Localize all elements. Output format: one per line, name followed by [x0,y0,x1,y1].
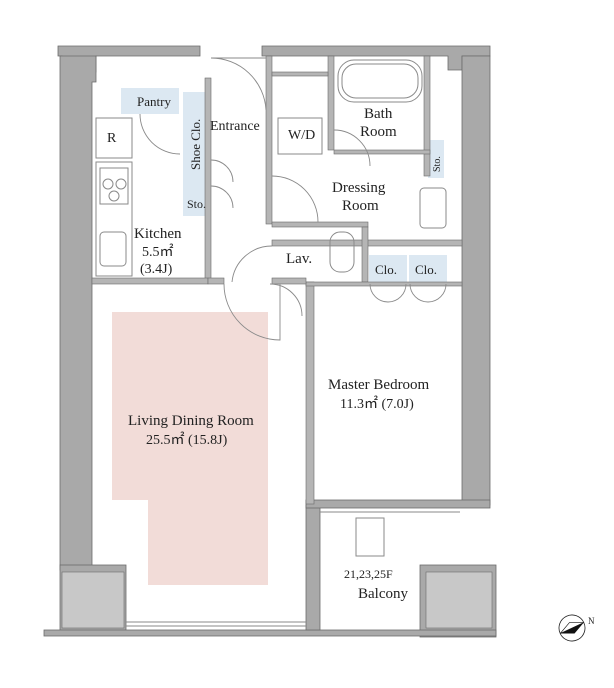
living-dining-highlight [112,312,268,585]
columns [61,571,493,629]
pantry-label: Pantry [137,94,171,109]
bath-label-2: Room [360,124,397,140]
kitchen-tatami: (3.4J) [140,262,173,277]
compass-icon [558,614,586,642]
closet-2-fill [409,255,447,283]
storage-small-label: Sto. [187,197,206,211]
dressing-label-1: Dressing [332,180,386,196]
shoe-closet-fill [183,92,209,216]
balcony-floors: 21,23,25F [344,567,393,581]
living-dining-name: Living Dining Room [128,413,254,429]
closet-2-label: Clo. [415,262,437,277]
interior-walls [91,55,463,505]
master-bedroom-name: Master Bedroom [328,377,430,393]
refrigerator-label: R [107,131,117,146]
storage-vertical-fill [428,140,444,178]
kitchen-name: Kitchen [134,226,182,242]
shoe-closet-label: Shoe Clo. [188,119,203,170]
compass-label: N [588,616,595,626]
lavatory-label: Lav. [286,251,312,267]
kitchen-area: 5.5㎡ [142,244,174,260]
entrance-label: Entrance [210,119,260,134]
storage-vertical-label: Sto. [432,156,443,172]
dressing-label-2: Room [342,198,379,214]
bath-label-1: Bath [364,106,393,122]
pantry-fill [121,88,179,114]
wd-label: W/D [288,128,315,143]
living-dining-area: 25.5㎡ (15.8J) [146,432,228,448]
closet-1-label: Clo. [375,262,397,277]
fixtures [95,59,447,557]
closet-1-fill [369,255,407,283]
doors [126,57,460,627]
master-bedroom-area: 11.3㎡ (7.0J) [340,396,414,412]
room-labels: Pantry R Entrance W/D Bath Room Dressing… [107,94,437,602]
balcony-name: Balcony [358,586,408,602]
